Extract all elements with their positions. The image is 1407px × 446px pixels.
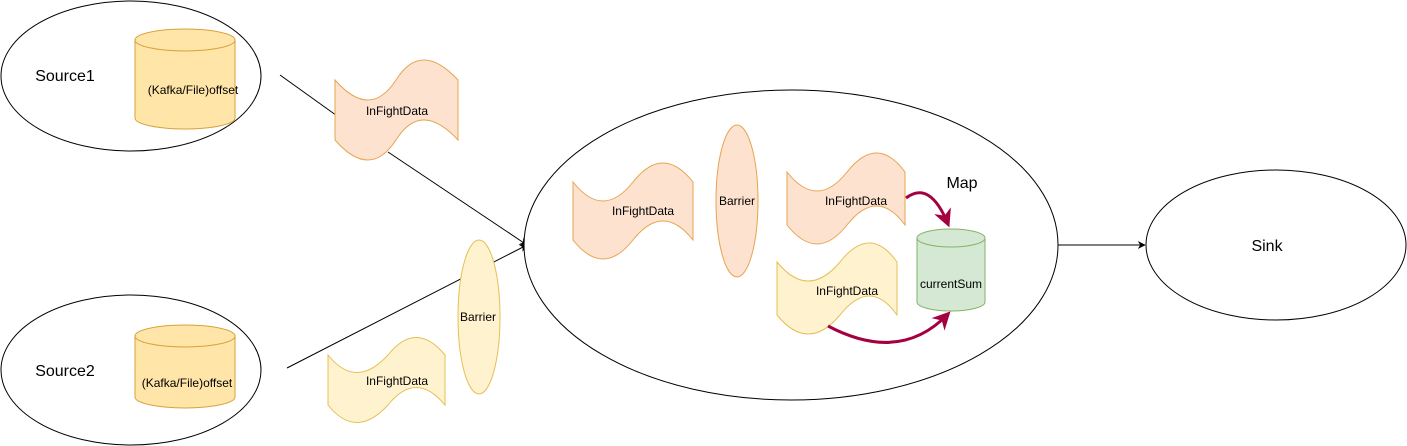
map-node: Map InFightData Barrier InFightData InFi… xyxy=(523,89,1059,401)
accent-arrow-top xyxy=(905,191,951,228)
map-in-flight-data-a: InFightData xyxy=(572,162,694,260)
in-flight-data-2-label: InFightData xyxy=(366,374,428,388)
source1-label: Source1 xyxy=(35,68,95,85)
sink-label: Sink xyxy=(1251,238,1283,255)
source1-offset-store: (Kafka/File)offset xyxy=(134,28,239,130)
in-flight-data-1: InFightData xyxy=(334,59,459,161)
in-flight-data-1-label: InFightData xyxy=(366,104,428,118)
barrier-2: Barrier xyxy=(457,239,501,395)
barrier-2-label: Barrier xyxy=(460,310,496,324)
map-barrier-label: Barrier xyxy=(719,194,755,208)
source2-offset-store: (Kafka/File)offset xyxy=(134,324,236,409)
map-in-flight-data-b-label: InFightData xyxy=(825,194,887,208)
map-label: Map xyxy=(946,175,977,192)
sink-ellipse xyxy=(1145,169,1407,321)
edge-inflight-to-map xyxy=(387,151,528,246)
map-in-flight-data-a-label: InFightData xyxy=(612,204,674,218)
source2-label: Source2 xyxy=(35,363,95,380)
map-barrier: Barrier xyxy=(715,124,759,278)
source2-node: Source2 (Kafka/File)offset xyxy=(0,294,262,446)
source1-offset-label: (Kafka/File)offset xyxy=(148,83,239,97)
current-sum-state: currentSum xyxy=(916,228,986,312)
sink-node: Sink xyxy=(1145,169,1407,321)
in-flight-data-2: InFightData xyxy=(327,337,446,423)
accent-arrow-bottom xyxy=(827,311,951,344)
map-in-flight-data-c-label: InFightData xyxy=(816,284,878,298)
source2-offset-label: (Kafka/File)offset xyxy=(142,376,233,390)
current-sum-label: currentSum xyxy=(920,277,982,291)
edge-source1-to-inflight xyxy=(279,74,341,119)
map-in-flight-data-b: InFightData xyxy=(786,152,906,245)
source1-node: Source1 (Kafka/File)offset xyxy=(0,0,262,152)
map-in-flight-data-c: InFightData xyxy=(776,242,898,335)
